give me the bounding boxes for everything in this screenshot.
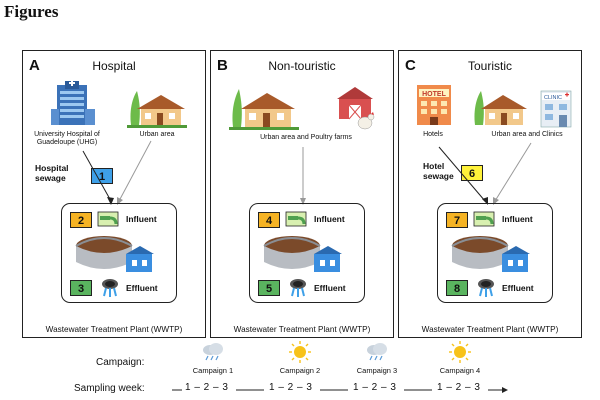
panel-title: Touristic [467, 59, 512, 73]
sample-point-8: 8 [446, 280, 468, 296]
figure-heading: Figures [4, 2, 59, 21]
campaign-3-label: Campaign 3 [356, 366, 398, 375]
campaign-2-weeks: 1 – 2 – 3 [269, 382, 313, 393]
effluent-label: Effluent [502, 283, 534, 293]
panel-non-touristic: B Non-touristic Urban area and Poultry f… [210, 50, 394, 338]
panel-letter: B [217, 57, 228, 74]
wwtp-label: Wastewater Treatment Plant (WWTP) [45, 325, 183, 334]
influent-label: Influent [502, 214, 533, 224]
flow-arrows [300, 147, 306, 205]
urban-house-icon [229, 89, 299, 130]
source-right-label: Urban area [139, 131, 175, 138]
panel-letter: A [29, 57, 40, 74]
effluent-outfall-icon [478, 279, 494, 297]
panel-hospital: A Hospital University Hospital of Guadel… [22, 50, 206, 338]
sample-point-5: 5 [258, 280, 280, 296]
panel-title: Hospital [92, 59, 136, 73]
panel-touristic: C Touristic HOTEL Hotels CLINIC Urban ar… [398, 50, 582, 338]
campaign-4-label: Campaign 4 [439, 366, 481, 375]
campaign-1-label: Campaign 1 [192, 366, 234, 375]
wwtp-label: Wastewater Treatment Plant (WWTP) [421, 325, 559, 334]
urban-house-icon [127, 91, 187, 128]
influent-icon [285, 211, 307, 227]
source-center-label: Urban area and Poultry farms [260, 134, 352, 141]
sewage-label: Hotel sewage [423, 161, 454, 181]
hospital-building-icon [51, 80, 95, 125]
sampling-row-label: Sampling week: [74, 383, 145, 394]
clinic-sign: CLINIC [544, 95, 562, 101]
campaign-row-label: Campaign: [96, 357, 145, 368]
poultry-farm-icon [337, 87, 375, 130]
source-left-label: University Hospital of Guadeloupe (UHG) [34, 131, 100, 146]
source-left-label: Hotels [423, 131, 443, 138]
campaign-2-label: Campaign 2 [279, 366, 321, 375]
rain-cloud-icon [367, 343, 387, 361]
sun-icon [449, 341, 471, 363]
treatment-plant-icon [75, 236, 154, 272]
wwtp-label: Wastewater Treatment Plant (WWTP) [233, 325, 371, 334]
campaign-3-weeks: 1 – 2 – 3 [353, 382, 397, 393]
wwtp-box: 7 Influent 8 Effluent [437, 203, 553, 303]
effluent-label: Effluent [126, 283, 158, 293]
sample-point-3: 3 [70, 280, 92, 296]
source-right-label: Urban area and Clinics [491, 131, 563, 138]
flow-arrows [82, 140, 152, 205]
clinic-building-icon: CLINIC [540, 90, 572, 128]
effluent-outfall-icon [290, 279, 306, 297]
influent-label: Influent [314, 214, 345, 224]
campaign-1-weeks: 1 – 2 – 3 [185, 382, 229, 393]
wwtp-box: 2 Influent 3 Effluent [61, 203, 177, 303]
influent-icon [473, 211, 495, 227]
treatment-plant-icon [263, 236, 342, 272]
panel-letter: C [405, 57, 416, 74]
urban-house-icon [474, 91, 527, 125]
sample-point-2: 2 [70, 212, 92, 228]
hotel-building-icon: HOTEL [417, 85, 451, 125]
sample-point-7: 7 [446, 212, 468, 228]
timeline-axis [172, 387, 508, 393]
sewage-label: Hospital sewage [35, 163, 69, 183]
influent-icon [97, 211, 119, 227]
wwtp-box: 4 Influent 5 Effluent [249, 203, 365, 303]
campaign-4-weeks: 1 – 2 – 3 [437, 382, 481, 393]
effluent-outfall-icon [102, 279, 118, 297]
rain-cloud-icon [203, 343, 223, 361]
hotel-sign: HOTEL [422, 91, 446, 98]
sample-point-1: 1 [91, 168, 113, 184]
influent-label: Influent [126, 214, 157, 224]
panel-title: Non-touristic [268, 59, 336, 73]
sample-point-4: 4 [258, 212, 280, 228]
effluent-label: Effluent [314, 283, 346, 293]
treatment-plant-icon [451, 236, 530, 272]
sun-icon [289, 341, 311, 363]
